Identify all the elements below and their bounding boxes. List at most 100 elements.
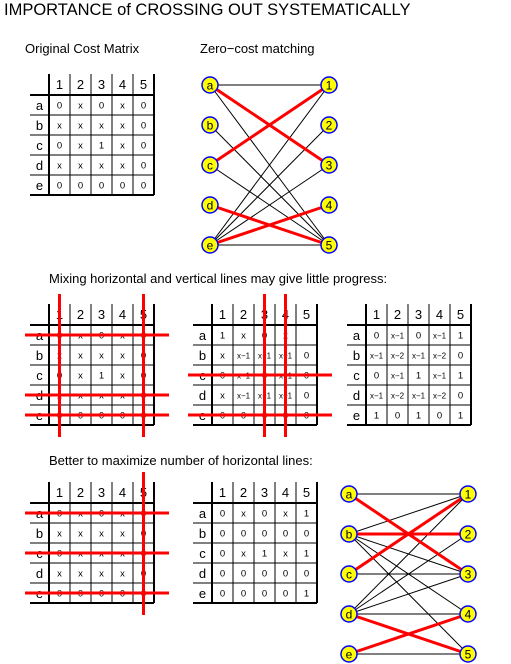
- graph-edge: [348, 493, 469, 615]
- matching-edge: [209, 203, 330, 247]
- matrix-cell: x−2: [391, 352, 405, 361]
- matrix-cell: x: [99, 529, 104, 540]
- matrix-row-header: a: [353, 328, 361, 343]
- matrix-cell: 1: [458, 331, 463, 342]
- graph-node-label: a: [346, 488, 353, 502]
- matrix-cell: 1: [374, 411, 379, 422]
- matrix-cell: 0: [78, 181, 83, 192]
- matrix-cell: x: [120, 371, 125, 382]
- matrix-cell: 0: [241, 529, 246, 540]
- graph-node-label: b: [207, 119, 214, 133]
- graph-edge: [209, 84, 330, 246]
- matching-edge: [209, 83, 330, 167]
- graph-node-label: 4: [465, 608, 472, 622]
- matrix-cell: 0: [220, 549, 225, 560]
- matrix-row-header: c: [199, 546, 206, 561]
- matrix-cell: 0: [57, 181, 62, 192]
- matrix-row-header: c: [36, 368, 43, 383]
- matrix-cell: x: [120, 121, 125, 132]
- graph-node-label: 5: [465, 648, 472, 662]
- matrix-cell: x−1: [412, 352, 426, 361]
- matrix-column-header: 5: [457, 307, 464, 322]
- matrix-cell: 0: [283, 529, 288, 540]
- matrix-cell: 0: [57, 141, 62, 152]
- matrix-cell: 0: [262, 509, 267, 520]
- matrix-cell: 0: [304, 391, 309, 402]
- matrix-row-header: c: [36, 138, 43, 153]
- matrix-column-header: 2: [240, 307, 247, 322]
- graph-node-label: e: [207, 239, 214, 253]
- matrix-cell: x: [120, 161, 125, 172]
- matrix-cell: x−1: [433, 332, 447, 341]
- matrix-cell: x: [78, 101, 83, 112]
- original-matrix-label: Original Cost Matrix: [25, 41, 140, 56]
- matching-edge: [348, 612, 469, 656]
- matrix-column-header: 5: [303, 485, 310, 500]
- matrix-row-header: d: [36, 158, 43, 173]
- graph-edge: [348, 533, 469, 615]
- matrix-column-header: 1: [373, 307, 380, 322]
- matrix-cell: 0: [241, 589, 246, 600]
- matrix-row-header: b: [36, 348, 43, 363]
- matrix-cell: x: [120, 101, 125, 112]
- matrix-cell: x: [78, 161, 83, 172]
- graph-node-right: [320, 236, 338, 254]
- graph-node-label: c: [346, 568, 352, 582]
- matrix-row-header: a: [199, 328, 207, 343]
- matrix-column-header: 1: [56, 77, 63, 92]
- matrix-cell: x: [220, 351, 225, 362]
- graph-node-label: d: [346, 608, 353, 622]
- graph-node-right: [459, 525, 477, 543]
- graph-edge: [348, 493, 469, 535]
- matrix-cell: 0: [437, 411, 442, 422]
- matrix-cell: 1: [416, 371, 421, 382]
- graph-node-left: [340, 565, 358, 583]
- matrix-cell: 0: [220, 509, 225, 520]
- matrix-cell: 1: [458, 371, 463, 382]
- matrix-cell: x: [99, 121, 104, 132]
- matrix-column-header: 2: [240, 485, 247, 500]
- matrix-cell: x: [57, 161, 62, 172]
- matrix-cell: 0: [99, 181, 104, 192]
- matrix-cell: 0: [120, 181, 125, 192]
- matrix-column-header: 5: [140, 77, 147, 92]
- matrix-column-header: 2: [77, 307, 84, 322]
- matrix-cell: 1: [458, 411, 463, 422]
- matrix-cell: x: [283, 509, 288, 520]
- zero-cost-matching-label: Zero−cost matching: [200, 41, 315, 56]
- matrix-cell: x−1: [237, 392, 251, 401]
- matrix-cell: 1: [99, 371, 104, 382]
- matrix-cell: x: [120, 351, 125, 362]
- matrix-column-header: 4: [119, 485, 126, 500]
- graph-node-right: [459, 485, 477, 503]
- matrix-cell: 0: [304, 569, 309, 580]
- matrix-column-header: 4: [436, 307, 443, 322]
- matrix-cell: 0: [57, 101, 62, 112]
- matrix-cell: 1: [304, 549, 309, 560]
- graph-node-left: [201, 236, 219, 254]
- matrix-cell: x: [120, 141, 125, 152]
- matrix-column-header: 3: [98, 77, 105, 92]
- matrix-row-header: d: [36, 566, 43, 581]
- matrix-cell: x: [78, 371, 83, 382]
- matrix-cell: x: [283, 549, 288, 560]
- graph-node-right: [459, 645, 477, 663]
- matrix-cell: x: [99, 351, 104, 362]
- matrix-cell: 0: [141, 181, 146, 192]
- matrix-cell: x−1: [391, 332, 405, 341]
- page-title: IMPORTANCE of CROSSING OUT SYSTEMATICALL…: [4, 1, 411, 19]
- cost-matrix-better-1: 12345abcde0x0x0xxxx00xxx0xxxx000000: [25, 472, 169, 615]
- matrix-cell: 0: [304, 351, 309, 362]
- graph-node-label: 1: [465, 488, 472, 502]
- matrix-row-header: b: [199, 348, 206, 363]
- graph-edge: [209, 124, 330, 246]
- graph-node-left: [340, 645, 358, 663]
- matrix-cell: 0: [262, 589, 267, 600]
- matrix-column-header: 4: [119, 77, 126, 92]
- matrix-cell: x−1: [391, 372, 405, 381]
